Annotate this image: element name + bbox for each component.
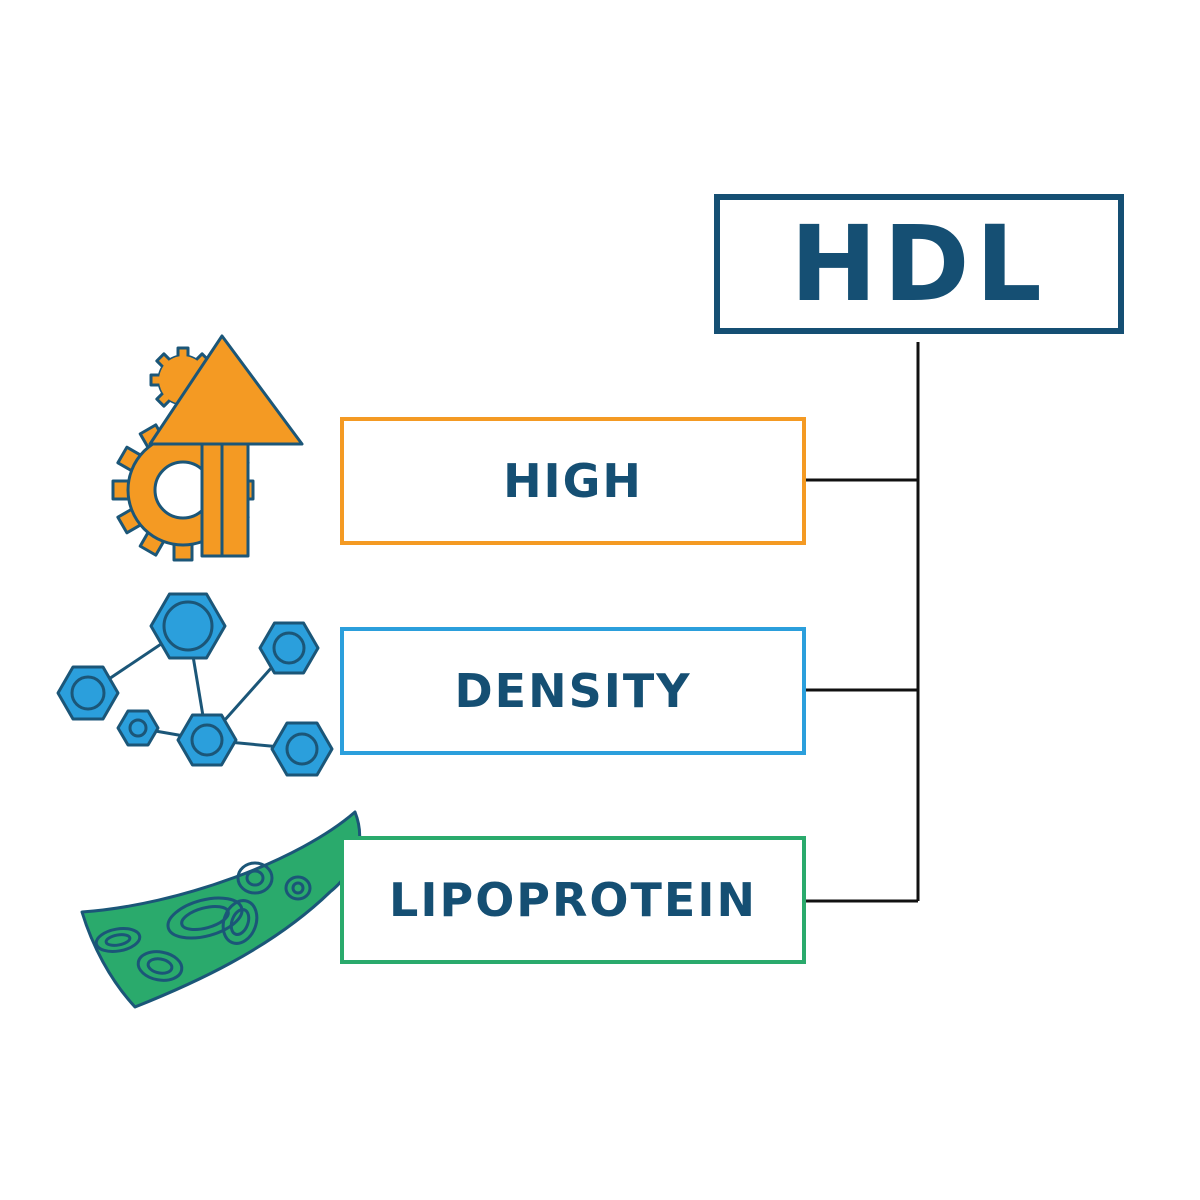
term-box-lipoprotein: LIPOPROTEIN — [340, 836, 806, 964]
title-text: HDL — [790, 203, 1048, 325]
term-box-density: DENSITY — [340, 627, 806, 755]
term-box-high: HIGH — [340, 417, 806, 545]
term-label-density: DENSITY — [454, 664, 692, 718]
arrow-shaft — [200, 442, 250, 558]
term-label-high: HIGH — [503, 454, 643, 508]
term-label-lipoprotein: LIPOPROTEIN — [389, 873, 757, 927]
title-box: HDL — [714, 194, 1124, 334]
